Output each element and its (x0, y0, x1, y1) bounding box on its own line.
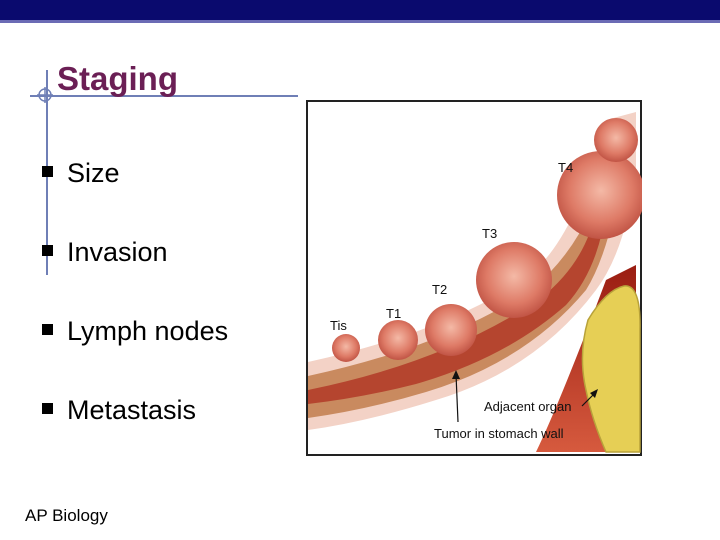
tumor-staging-illustration: T4 T3 T2 T1 Tis Adjacent organ Tumor in … (306, 100, 642, 456)
arrow-tumor-wall (455, 373, 459, 423)
tumor-t1 (378, 320, 418, 360)
label-tis: Tis (330, 318, 347, 333)
square-bullet-icon (42, 403, 53, 414)
bullet-item-size: Size (42, 158, 120, 189)
bullet-text: Size (67, 158, 120, 188)
label-adjacent-organ: Adjacent organ (484, 399, 571, 414)
square-bullet-icon (42, 166, 53, 177)
crosshair-icon (37, 87, 53, 103)
footer-text: AP Biology (25, 506, 108, 525)
bullet-text: Lymph nodes (67, 316, 229, 346)
top-banner (0, 0, 720, 23)
title-rule (30, 95, 298, 97)
tumor-t4 (557, 151, 642, 239)
bullet-item-invasion: Invasion (42, 237, 168, 268)
wall-deep-layer (308, 210, 606, 404)
label-t1: T1 (386, 306, 401, 321)
bullet-text: Metastasis (67, 395, 197, 425)
tumor-t4-extension (594, 118, 638, 162)
tumor-t3 (476, 242, 552, 318)
arrowhead-icon (590, 389, 598, 398)
square-bullet-icon (42, 245, 53, 256)
tumor-tis (332, 334, 360, 362)
label-t2: T2 (432, 282, 447, 297)
adjacent-organ-shape (581, 285, 641, 453)
label-t3: T3 (482, 226, 497, 241)
arrowhead-icon (452, 370, 460, 379)
bullet-item-metastasis: Metastasis (42, 395, 196, 426)
bullet-item-lymph-nodes: Lymph nodes (42, 316, 228, 347)
square-bullet-icon (42, 324, 53, 335)
label-tumor-in-wall: Tumor in stomach wall (434, 426, 564, 441)
slide-title: Staging (57, 60, 178, 97)
label-t4: T4 (558, 160, 573, 175)
bullet-text: Invasion (67, 237, 168, 267)
tumor-t2 (425, 304, 477, 356)
